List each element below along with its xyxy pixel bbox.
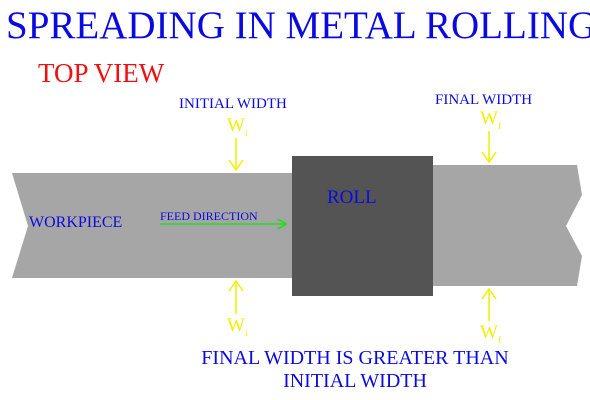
workpiece-outgoing — [432, 165, 582, 286]
main-title: SPREADING IN METAL ROLLING — [6, 4, 590, 47]
initial-width-label: INITIAL WIDTH — [179, 96, 287, 112]
final-width-symbol-top: Wf — [480, 108, 501, 131]
workpiece-label: WORKPIECE — [29, 214, 123, 231]
roll-label: ROLL — [327, 187, 377, 208]
initial-width-symbol-top: Wi — [227, 115, 248, 138]
final-width-top-arrow — [481, 131, 497, 164]
conclusion-text: FINAL WIDTH IS GREATER THAN INITIAL WIDT… — [201, 347, 509, 392]
final-width-label: FINAL WIDTH — [435, 92, 533, 108]
initial-width-bottom-arrow — [228, 279, 244, 314]
final-width-bottom-arrow — [481, 287, 497, 321]
feed-direction-label: FEED DIRECTION — [160, 209, 258, 223]
roll — [292, 156, 433, 296]
initial-width-symbol-bottom: Wi — [227, 315, 248, 338]
workpiece-incoming — [12, 173, 292, 278]
sub-title: TOP VIEW — [38, 58, 165, 88]
initial-width-top-arrow — [228, 138, 244, 172]
final-width-symbol-bottom: Wf — [480, 322, 501, 345]
